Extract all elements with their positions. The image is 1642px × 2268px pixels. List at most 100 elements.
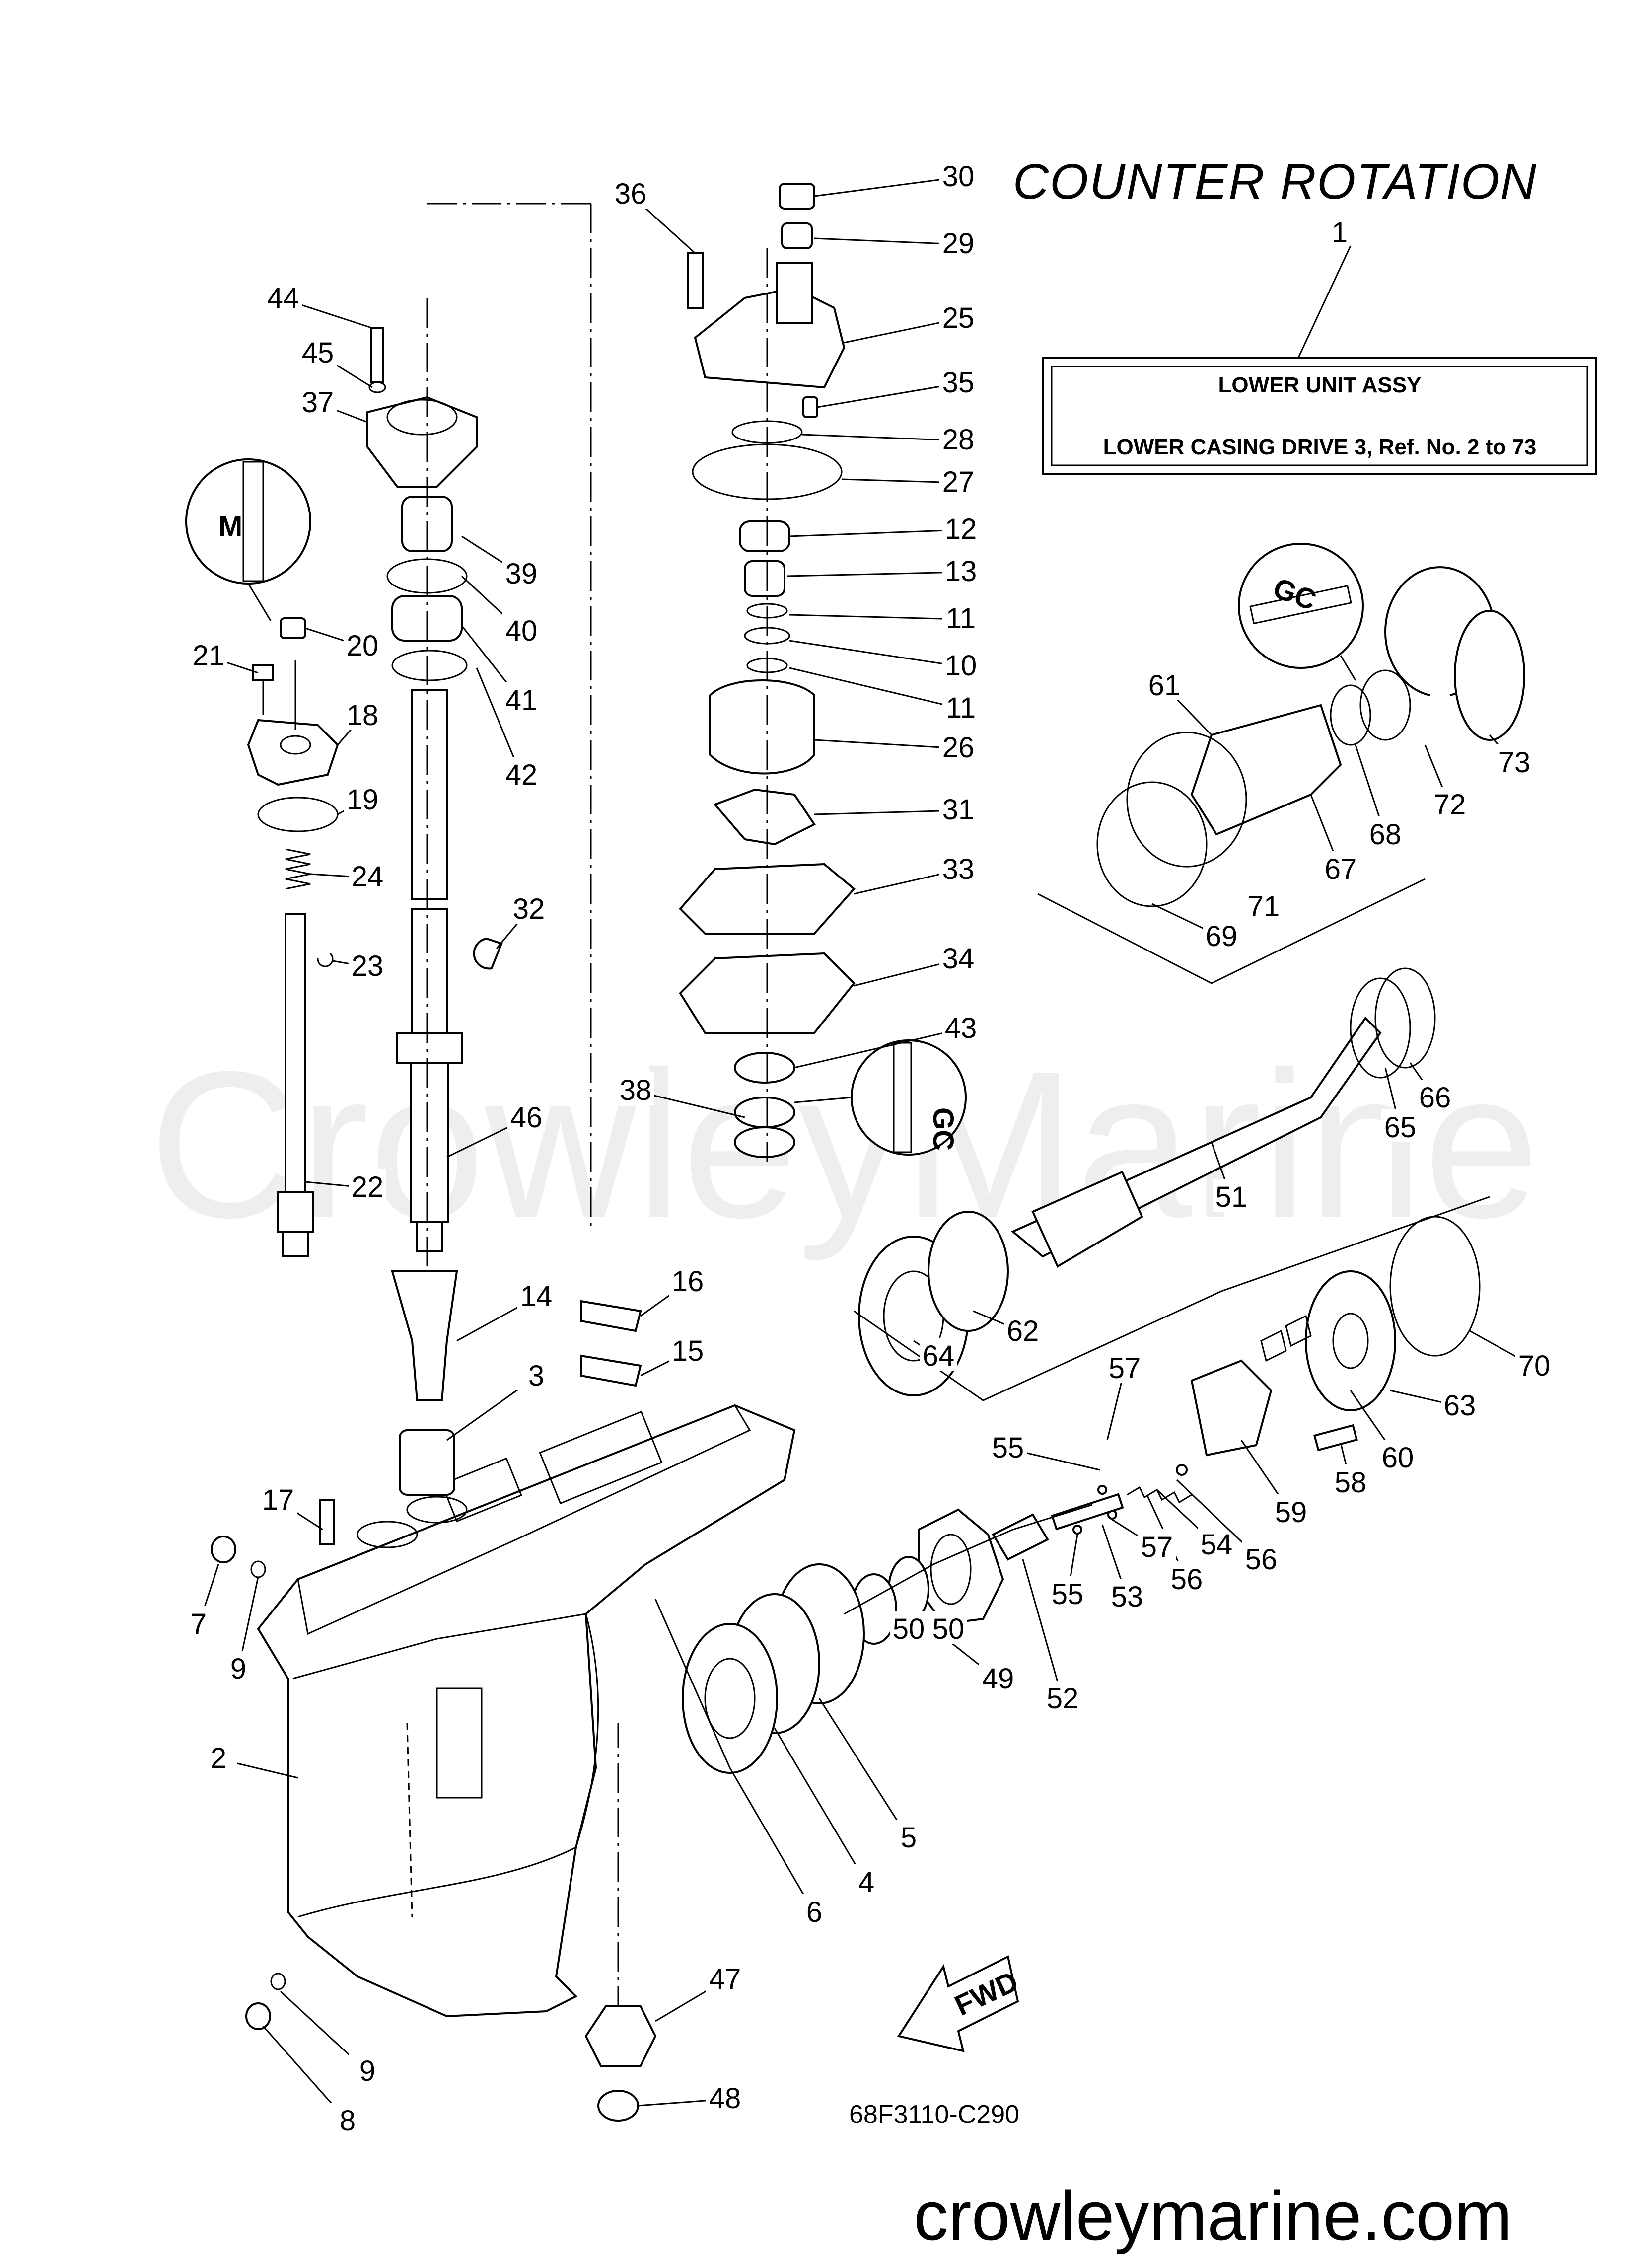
callout-55: 55 (1052, 1578, 1084, 1610)
callout-50: 50 (932, 1613, 965, 1645)
callout-backdrop (349, 2053, 386, 2086)
callout-backdrop (502, 682, 540, 715)
callout-72: 72 (1434, 789, 1466, 821)
callout-47: 47 (709, 1963, 741, 1995)
callout-backdrop (979, 1661, 1017, 1693)
callout-backdrop (329, 2103, 366, 2135)
callout-40: 40 (505, 615, 538, 647)
website-text: crowleymarine.com (914, 2177, 1512, 2255)
callout-57: 57 (1141, 1531, 1173, 1563)
callout-backdrop (989, 1430, 1027, 1463)
callout-backdrop (1242, 1541, 1280, 1574)
callout-4: 4 (858, 1866, 874, 1899)
callout-62: 62 (1007, 1315, 1039, 1347)
callout-34: 34 (942, 943, 975, 975)
callout-leader (814, 739, 959, 749)
callout-backdrop (939, 941, 977, 973)
callout-44: 44 (267, 282, 299, 314)
callout-backdrop (939, 792, 977, 824)
callout-9: 9 (230, 1653, 246, 1685)
callout-backdrop (669, 1333, 707, 1366)
callout-19: 19 (347, 784, 379, 816)
callout-backdrop (1145, 667, 1183, 700)
callout-backdrop (939, 365, 977, 397)
callout-7: 7 (191, 1608, 207, 1640)
drain-screws (211, 1499, 335, 2030)
assembly-line-2: LOWER CASING DRIVE 3, Ref. No. 2 to 73 (1103, 435, 1537, 459)
callout-58: 58 (1335, 1466, 1367, 1499)
callout-51: 51 (1215, 1181, 1248, 1213)
callout-backdrop (1416, 1080, 1454, 1112)
callout-backdrop (190, 638, 227, 670)
callout-backdrop (617, 1072, 654, 1105)
callout-backdrop (1441, 1388, 1479, 1420)
callout-backdrop (920, 1338, 957, 1371)
callout-backdrop (1381, 1109, 1419, 1142)
callout-backdrop (502, 757, 540, 790)
callout-backdrop (939, 300, 977, 333)
callout-68: 68 (1369, 818, 1402, 851)
callout-45: 45 (302, 337, 334, 369)
callout-backdrop (890, 1611, 928, 1644)
callout-55: 55 (992, 1432, 1024, 1464)
callout-backdrop (942, 690, 980, 723)
callout-31: 31 (942, 794, 975, 826)
callout-backdrop (795, 1894, 833, 1927)
callout-2: 2 (211, 1742, 226, 1774)
pinion-group (584, 2005, 657, 2122)
callout-backdrop (939, 464, 977, 497)
callout-57: 57 (1109, 1352, 1141, 1385)
callout-54: 54 (1201, 1529, 1233, 1561)
callout-60: 60 (1382, 1442, 1414, 1474)
callout-43: 43 (945, 1012, 977, 1044)
callout-backdrop (259, 1482, 297, 1515)
callout-50: 50 (893, 1613, 925, 1645)
callout-73: 73 (1499, 746, 1531, 779)
callout-6: 6 (806, 1896, 822, 1928)
callout-backdrop (349, 1169, 386, 1202)
callout-13: 13 (945, 555, 977, 587)
callout-backdrop (939, 158, 977, 191)
callout-backdrop (1245, 888, 1283, 921)
callout-29: 29 (942, 227, 975, 260)
callout-12: 12 (945, 513, 977, 545)
callout-41: 41 (505, 684, 538, 717)
callout-backdrop (1049, 1576, 1086, 1609)
callout-backdrop (1496, 744, 1533, 777)
drive-shaft-group (366, 298, 503, 1496)
callout-backdrop (1168, 1561, 1206, 1594)
callout-backdrop (942, 511, 980, 544)
callout-18: 18 (347, 699, 379, 732)
propeller-shaft-group: GC (654, 543, 1525, 1774)
assembly-line-1: LOWER UNIT ASSY (1218, 373, 1421, 397)
callout-28: 28 (942, 424, 975, 456)
callout-backdrop (502, 556, 540, 588)
callout-8: 8 (340, 2105, 356, 2137)
callout-leader (729, 1767, 815, 1913)
callout-37: 37 (302, 386, 334, 419)
callout-22: 22 (352, 1171, 384, 1203)
callout-leader (841, 478, 959, 484)
callout-backdrop (1515, 1348, 1553, 1381)
callout-26: 26 (942, 732, 975, 764)
callout-backdrop (1198, 1527, 1235, 1559)
callout-backdrop (939, 225, 977, 258)
callout-10: 10 (945, 650, 977, 682)
callout-leader (801, 434, 959, 441)
callout-backdrop (939, 730, 977, 762)
callout-63: 63 (1444, 1390, 1476, 1422)
callout-backdrop (510, 891, 548, 924)
callout-backdrop (517, 1358, 555, 1390)
callout-61: 61 (1148, 669, 1181, 702)
callout-labels: 2345678991011111213141516171819202122232… (180, 158, 1553, 2137)
callout-64: 64 (923, 1340, 955, 1372)
callout-32: 32 (513, 893, 545, 925)
callout-9: 9 (359, 2055, 375, 2087)
lower-casing (257, 1404, 796, 2018)
callout-backdrop (706, 2080, 744, 2113)
callout-42: 42 (505, 759, 538, 791)
shift-rod-group: M (185, 458, 339, 1257)
callout-backdrop (942, 1010, 980, 1043)
callout-backdrop (180, 1606, 217, 1639)
callout-backdrop (942, 600, 980, 633)
